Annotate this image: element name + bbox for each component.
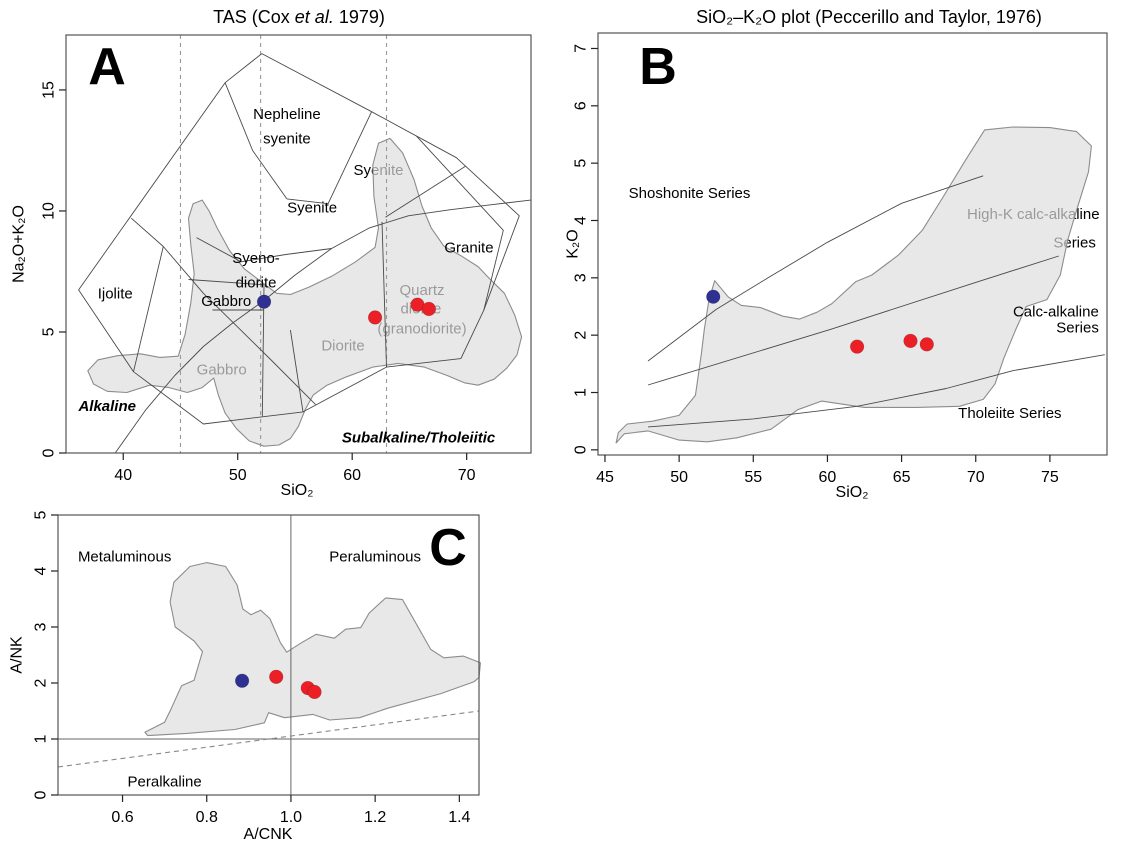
y-tick-label: 2 [573,331,590,340]
data-point-blue [706,289,721,304]
classification-boundary-line [114,199,531,454]
x-tick-label: 1.2 [364,809,386,826]
x-tick-label: 40 [114,467,132,484]
region-label: syenite [263,130,311,147]
classification-boundary-line [131,217,164,247]
y-tick-label: 5 [33,510,50,519]
region-label: Shoshonite Series [629,185,751,202]
region-label: Granite [444,239,493,256]
classification-boundary-line [415,135,504,311]
region-label: Series [1056,320,1099,337]
classification-boundary-line [133,246,164,372]
panel-sio2-k2o-peccerillo-taylor: High-K calc-alkalineSeriesShoshonite Ser… [565,7,1108,501]
panel-letter: A [88,38,126,96]
x-tick-label: 45 [596,469,614,486]
y-tick-label: 3 [33,622,50,631]
x-tick-label: 65 [893,469,911,486]
y-tick-label: 5 [573,159,590,168]
classification-boundary-line [162,246,316,405]
classification-boundary-line [188,279,265,286]
plot-border [57,514,480,796]
x-tick-label: 55 [744,469,762,486]
x-tick-label: 1.0 [280,809,302,826]
data-point-red [919,337,934,352]
y-tick-label: 15 [41,81,58,99]
y-axis-label: Na₂O+K₂O [11,205,28,283]
panel-title: SiO₂–K₂O plot (Peccerillo and Taylor, 19… [696,7,1042,27]
region-label: Peralkaline [128,774,202,791]
classification-boundary-line [647,175,984,362]
region-label: diorite [236,274,277,291]
y-tick-label: 2 [33,678,50,687]
field-outline-polygon [615,126,1092,444]
classification-boundary-line [289,329,304,412]
field-outline-polygon [144,562,481,737]
y-tick-label: 7 [573,44,590,53]
classification-boundary-line [286,111,373,205]
panel-tas-cox: SyeniteGabbroDioriteQuartzdiorite(granod… [11,7,532,499]
x-tick-label: 70 [967,469,985,486]
y-axis-label: A/NK [9,636,26,674]
data-point-red [421,301,436,317]
x-axis-label: SiO₂ [836,484,869,501]
y-tick-label: 0 [41,448,58,457]
region-label: Syeno- [232,250,280,267]
y-axis-label: K₂O [565,229,582,258]
region-label: Ijolite [98,285,133,302]
classification-boundary-line [647,354,1105,428]
region-label: Calc-alkaline [1013,304,1099,321]
y-tick-label: 10 [41,202,58,220]
y-tick-label: 0 [573,445,590,454]
region-label: Subalkaline/Tholeiitic [342,429,496,446]
y-tick-label: 3 [573,273,590,282]
y-tick-label: 4 [33,566,50,575]
y-tick-label: 0 [33,790,50,799]
panel-letter: B [639,38,677,96]
classification-boundary-line [224,82,288,200]
x-tick-label: 75 [1041,469,1059,486]
panel-letter: C [429,519,467,577]
data-point-blue [256,294,272,309]
x-tick-label: 50 [229,467,247,484]
data-point-red [269,669,284,684]
y-tick-label: 5 [41,327,58,336]
data-point-red [367,310,383,325]
x-axis-label: SiO₂ [281,482,314,499]
y-tick-label: 1 [573,388,590,397]
x-tick-label: 60 [343,467,361,484]
y-tick-label: 6 [573,101,590,110]
region-label: Alkaline [77,398,136,415]
region-label: Peraluminous [329,548,421,565]
region-label: Metaluminous [78,548,171,565]
classification-boundary-line [196,237,332,263]
x-tick-label: 1.4 [448,809,470,826]
y-tick-label: 1 [33,734,50,743]
region-label: Syenite [287,199,337,216]
data-point-red [307,684,322,700]
x-tick-label: 0.6 [111,809,133,826]
classification-boundary-line [381,221,387,368]
region-label: Nepheline [253,106,321,123]
region-label: Tholeiite Series [958,405,1061,422]
x-tick-label: 0.8 [196,809,218,826]
x-tick-label: 70 [458,467,476,484]
plot-border [65,34,532,454]
classification-boundary-line [647,255,1059,386]
x-axis-label: A/CNK [244,826,293,843]
panel-title: TAS (Cox et al. 1979) [213,7,385,27]
data-point-red [903,333,918,348]
plot-border [597,32,1108,456]
x-tick-label: 50 [670,469,688,486]
data-point-blue [235,673,250,688]
region-label: Gabbro [201,293,251,310]
data-point-red [849,339,865,354]
dashed-diagonal-line [57,710,480,768]
y-tick-label: 4 [573,216,590,225]
x-tick-label: 60 [819,469,837,486]
